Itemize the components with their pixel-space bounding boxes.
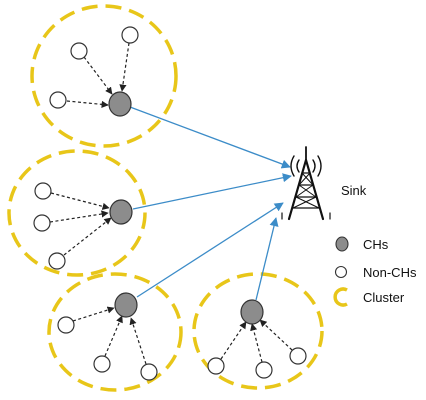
member-link — [49, 210, 109, 223]
legend-non-ch-icon — [334, 265, 348, 279]
cluster-3 — [47, 272, 183, 392]
legend-cluster-icon — [333, 287, 348, 307]
cluster-4 — [192, 272, 324, 390]
non-ch-node — [34, 182, 52, 200]
cluster-2 — [7, 149, 147, 277]
cluster-head-node — [109, 199, 133, 225]
non-ch-node — [289, 347, 307, 365]
member-link — [63, 217, 112, 256]
cluster-1 — [30, 4, 178, 148]
non-ch-node — [57, 316, 75, 334]
radio-tower-icon — [281, 146, 331, 221]
legend-ch-icon — [335, 236, 349, 252]
member-link — [66, 100, 109, 108]
member-link — [104, 315, 123, 357]
legend: CHs Non-CHs Cluster — [333, 236, 417, 307]
intra-cluster-links — [49, 42, 293, 365]
non-ch-node — [207, 357, 225, 375]
member-link — [220, 321, 247, 360]
legend-cluster-label: Cluster — [363, 290, 405, 305]
ch-link-4 — [255, 217, 279, 301]
member-link — [129, 317, 147, 365]
cluster-head-node — [240, 299, 264, 325]
ch-nodes — [108, 91, 264, 325]
ch-link-1 — [129, 106, 291, 169]
sink-label: Sink — [341, 183, 367, 198]
non-ch-node — [48, 252, 66, 270]
non-ch-node — [140, 363, 158, 381]
legend-ch-label: CHs — [363, 237, 389, 252]
non-ch-node — [121, 26, 139, 44]
ch-link-3 — [136, 202, 284, 298]
ch-to-sink-links — [129, 106, 292, 301]
non-ch-node — [93, 355, 111, 373]
non-ch-node — [49, 91, 67, 109]
ch-link-2 — [132, 173, 292, 210]
non-ch-node — [70, 42, 88, 60]
cluster-head-node — [114, 292, 138, 318]
non-ch-node — [255, 361, 273, 379]
clusters — [7, 4, 324, 392]
member-link — [83, 56, 113, 95]
member-link — [119, 42, 130, 92]
member-link — [259, 319, 293, 351]
member-link — [72, 306, 115, 322]
cluster-head-node — [108, 91, 132, 117]
member-link — [50, 192, 110, 210]
member-link — [250, 323, 263, 363]
non-ch-node — [33, 214, 51, 232]
non-ch-nodes — [33, 26, 307, 381]
legend-non-ch-label: Non-CHs — [363, 265, 417, 280]
